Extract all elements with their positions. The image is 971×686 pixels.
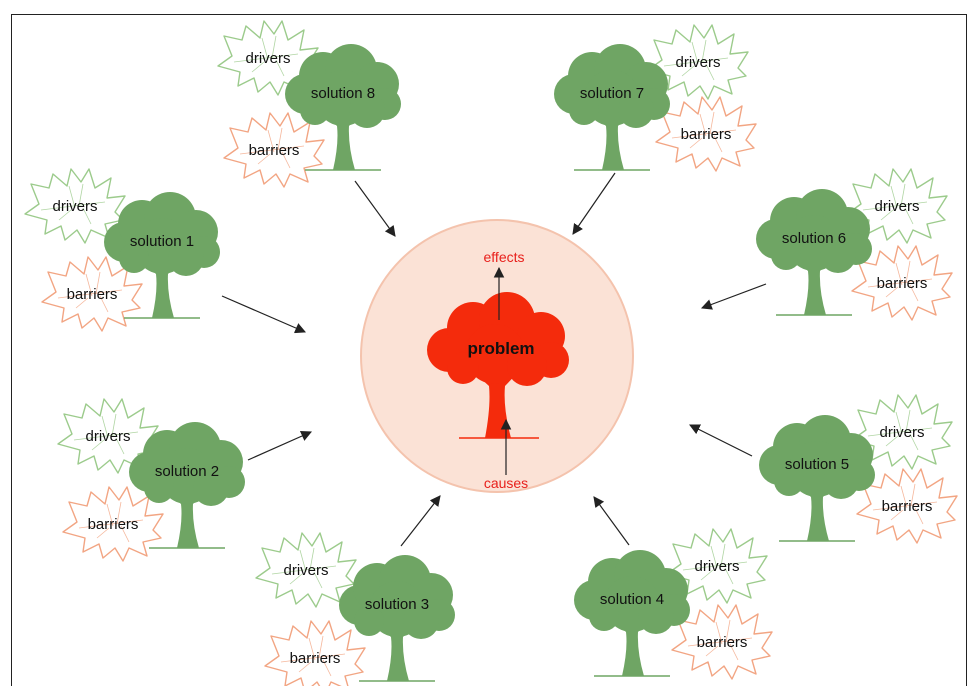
solution-7-tree: solution 7 (554, 44, 670, 171)
solution-1-label: solution 1 (130, 233, 194, 250)
causes-label: causes (484, 475, 528, 491)
solution-2-group: drivers barriers solution 2 (57, 398, 245, 562)
solution-1-barriers-label: barriers (67, 286, 118, 303)
solution-5-drivers-leaf: drivers (851, 394, 953, 470)
solution-6-drivers-label: drivers (874, 198, 919, 215)
solution-3-tree: solution 3 (339, 555, 455, 682)
solution-4-arrow (593, 496, 630, 546)
solution-3-barriers-label: barriers (290, 650, 341, 667)
solution-4-tree: solution 4 (574, 550, 690, 677)
solution-3-drivers-label: drivers (283, 562, 328, 579)
solution-6-label: solution 6 (782, 230, 846, 247)
solution-2-tree: solution 2 (129, 422, 245, 549)
solution-1-arrow (221, 295, 306, 334)
solution-4-drivers-label: drivers (694, 558, 739, 575)
solution-2-arrow (247, 431, 312, 461)
solution-5-drivers-label: drivers (879, 424, 924, 441)
solutions-layer: drivers barriers solution 1 drivers barriers… (24, 20, 958, 686)
solution-1-drivers-leaf: drivers (24, 168, 126, 244)
solution-2-label: solution 2 (155, 463, 219, 480)
solution-2-barriers-leaf: barriers (62, 486, 164, 562)
solution-1-tree: solution 1 (104, 192, 220, 319)
solution-8-barriers-label: barriers (249, 142, 300, 159)
solution-6-barriers-leaf: barriers (851, 245, 953, 321)
solution-1-barriers-leaf: barriers (41, 256, 143, 332)
solution-2-drivers-label: drivers (85, 428, 130, 445)
solution-4-group: drivers barriers solution 4 (574, 528, 773, 680)
solution-6-barriers-label: barriers (877, 275, 928, 292)
solution-5-arrow (689, 424, 753, 457)
solution-4-drivers-leaf: drivers (666, 528, 768, 604)
solution-3-arrow (400, 495, 441, 547)
solution-7-drivers-label: drivers (675, 54, 720, 71)
solution-4-barriers-leaf: barriers (671, 604, 773, 680)
solution-8-group: drivers barriers solution 8 (217, 20, 401, 188)
effects-label: effects (484, 249, 525, 265)
solution-5-tree: solution 5 (759, 415, 875, 542)
solution-1-group: drivers barriers solution 1 (24, 168, 220, 332)
solution-4-label: solution 4 (600, 591, 664, 608)
solution-8-arrow (354, 180, 396, 237)
solution-6-tree: solution 6 (756, 189, 872, 316)
solution-5-barriers-leaf: barriers (856, 468, 958, 544)
solution-7-arrow (572, 172, 616, 235)
solution-3-group: drivers barriers solution 3 (255, 532, 455, 686)
solution-7-barriers-label: barriers (681, 126, 732, 143)
problem-tree (427, 292, 569, 439)
solution-2-drivers-leaf: drivers (57, 398, 159, 474)
solution-6-group: drivers barriers solution 6 (756, 168, 953, 321)
solution-8-label: solution 8 (311, 85, 375, 102)
solution-arrows (221, 172, 767, 547)
solution-7-group: drivers barriers solution 7 (554, 24, 757, 172)
solution-5-group: drivers barriers solution 5 (759, 394, 958, 544)
solution-8-tree: solution 8 (285, 44, 401, 171)
solution-7-label: solution 7 (580, 85, 644, 102)
solution-4-barriers-label: barriers (697, 634, 748, 651)
problem-label: problem (467, 339, 534, 358)
solution-6-arrow (700, 283, 767, 310)
solution-8-drivers-leaf: drivers (217, 20, 319, 96)
solution-3-drivers-leaf: drivers (255, 532, 357, 608)
solution-8-barriers-leaf: barriers (223, 112, 325, 188)
diagram-frame (11, 14, 967, 686)
solution-5-barriers-label: barriers (882, 498, 933, 515)
solution-5-label: solution 5 (785, 456, 849, 473)
solution-1-drivers-label: drivers (52, 198, 97, 215)
solution-7-barriers-leaf: barriers (655, 96, 757, 172)
solution-3-barriers-leaf: barriers (264, 620, 366, 686)
solution-3-label: solution 3 (365, 596, 429, 613)
solution-7-drivers-leaf: drivers (647, 24, 749, 100)
solution-2-barriers-label: barriers (88, 516, 139, 533)
solution-8-drivers-label: drivers (245, 50, 290, 67)
solution-6-drivers-leaf: drivers (846, 168, 948, 244)
